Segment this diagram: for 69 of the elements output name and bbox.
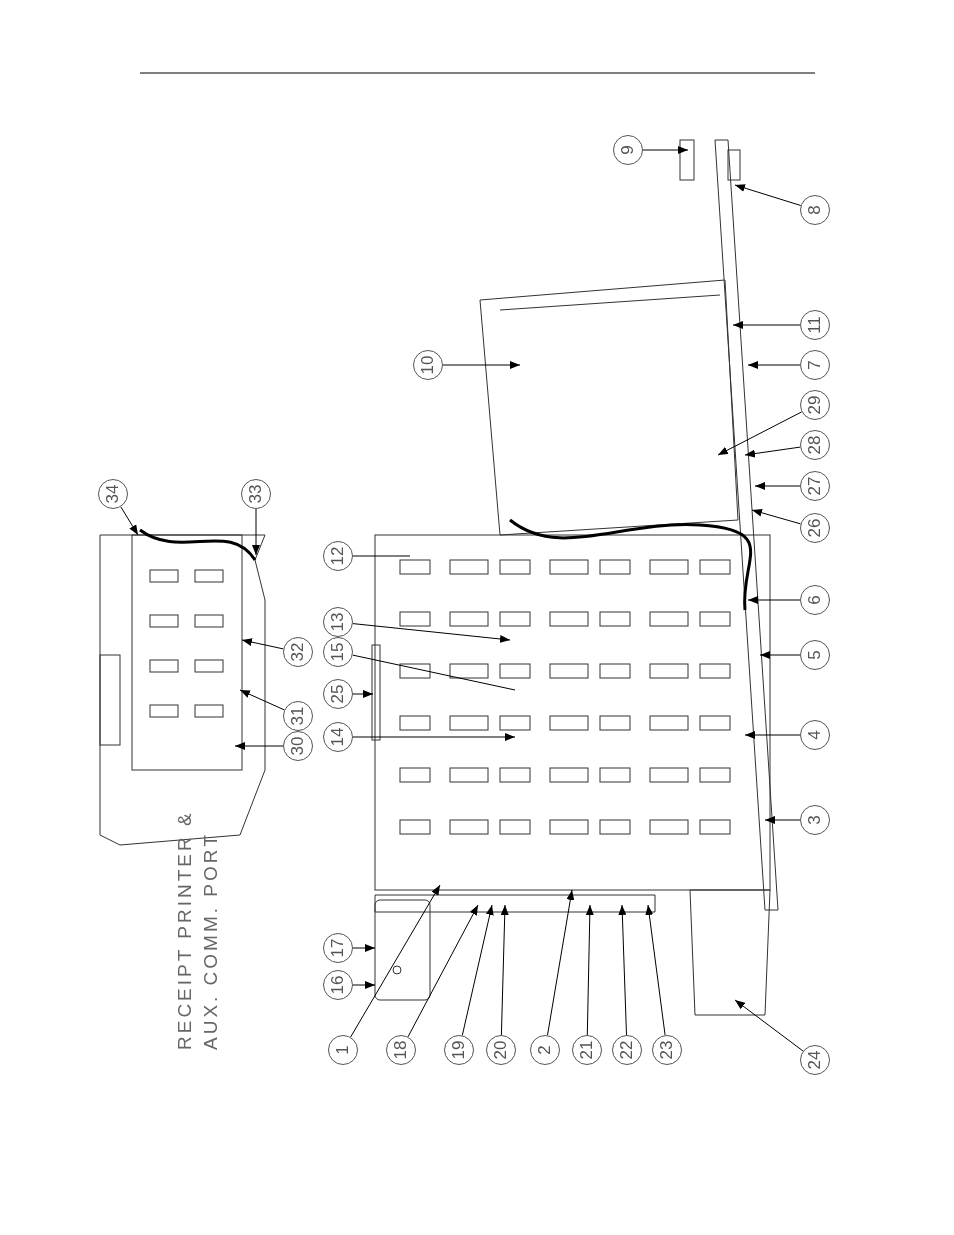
- leader-line: [442, 361, 521, 369]
- callout-number: 19: [444, 1035, 474, 1065]
- callout-number: 29: [800, 390, 830, 420]
- leader-line: [352, 690, 374, 698]
- callout-number: 34: [98, 479, 128, 509]
- leader-line: [352, 944, 376, 952]
- callout-number: 17: [323, 933, 353, 963]
- callout-number: 27: [800, 471, 830, 501]
- leader-line: [241, 638, 284, 650]
- callout-number: 25: [323, 679, 353, 709]
- callout-number: 3: [800, 805, 830, 835]
- leader-line: [717, 411, 803, 456]
- leader-line: [547, 889, 575, 1036]
- leader-line: [754, 482, 801, 490]
- callout-number: 2: [530, 1035, 560, 1065]
- callout-number: 13: [323, 607, 353, 637]
- callout-number: 16: [323, 970, 353, 1000]
- callout-number: 23: [652, 1035, 682, 1065]
- leader-line: [352, 623, 511, 643]
- leader-line: [120, 506, 139, 536]
- callout-number: 18: [386, 1035, 416, 1065]
- caption-text: RECEIPT PRINTER & AUX. COMM. PORT: [173, 809, 222, 1050]
- leader-line: [500, 904, 509, 1036]
- callout-number: 24: [800, 1045, 830, 1075]
- leader-line: [234, 742, 284, 750]
- leader-line: [744, 446, 801, 458]
- callout-number: 12: [323, 541, 353, 571]
- leader-line: [352, 981, 376, 989]
- callout-number: 33: [241, 479, 271, 509]
- leader-line: [352, 654, 516, 691]
- callout-number: 5: [800, 640, 830, 670]
- leader-line: [461, 904, 494, 1036]
- leader-line: [744, 731, 801, 739]
- callout-number: 4: [800, 720, 830, 750]
- leader-line: [751, 508, 802, 525]
- leader-line: [759, 651, 801, 659]
- leader-line: [642, 146, 689, 154]
- callout-number: 6: [800, 585, 830, 615]
- callout-number: 20: [486, 1035, 516, 1065]
- leader-line: [407, 904, 479, 1038]
- leader-line: [747, 596, 801, 604]
- callout-number: 32: [283, 637, 313, 667]
- leader-line: [585, 904, 594, 1036]
- callout-number: 8: [800, 195, 830, 225]
- callout-number: 14: [323, 722, 353, 752]
- leader-line: [747, 361, 801, 369]
- leader-line: [252, 508, 260, 556]
- callout-number: 22: [612, 1035, 642, 1065]
- leader-line: [645, 904, 666, 1036]
- leader-line: [350, 884, 441, 1038]
- leader-line: [764, 816, 801, 824]
- callout-number: 10: [413, 350, 443, 380]
- leader-line: [734, 999, 804, 1052]
- callout-number: 30: [283, 731, 313, 761]
- callout-number: 26: [800, 513, 830, 543]
- leader-line: [734, 184, 802, 206]
- leader-line: [352, 555, 411, 557]
- leader-line: [618, 904, 627, 1036]
- callout-number: 1: [328, 1035, 358, 1065]
- callout-number: 7: [800, 350, 830, 380]
- leader-line: [239, 689, 285, 711]
- callout-number: 11: [800, 310, 830, 340]
- callout-number: 28: [800, 430, 830, 460]
- leader-line: [732, 321, 801, 329]
- callout-number: 21: [572, 1035, 602, 1065]
- callout-number: 9: [613, 135, 643, 165]
- callout-number: 31: [283, 701, 313, 731]
- callout-number: 15: [323, 637, 353, 667]
- leader-line: [352, 733, 516, 741]
